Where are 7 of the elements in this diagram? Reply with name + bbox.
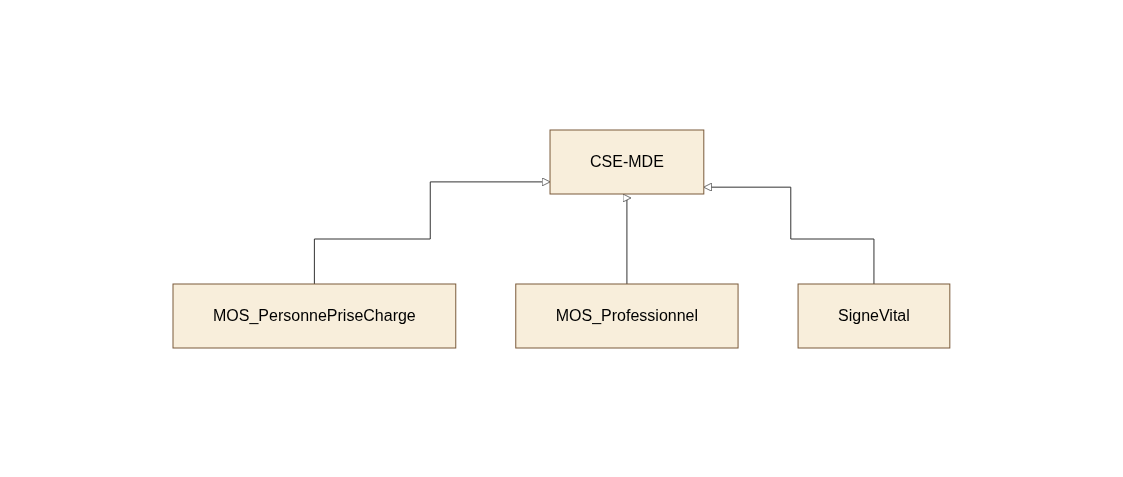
arrow	[703, 182, 875, 284]
node-box: MOS_Professionnel	[515, 283, 739, 348]
node-box: MOS_PersonnePriseCharge	[172, 283, 457, 348]
arrow	[313, 177, 551, 284]
node-box: CSE-MDE	[549, 129, 705, 194]
arrow	[622, 193, 632, 284]
node-box: SigneVital	[797, 283, 951, 348]
